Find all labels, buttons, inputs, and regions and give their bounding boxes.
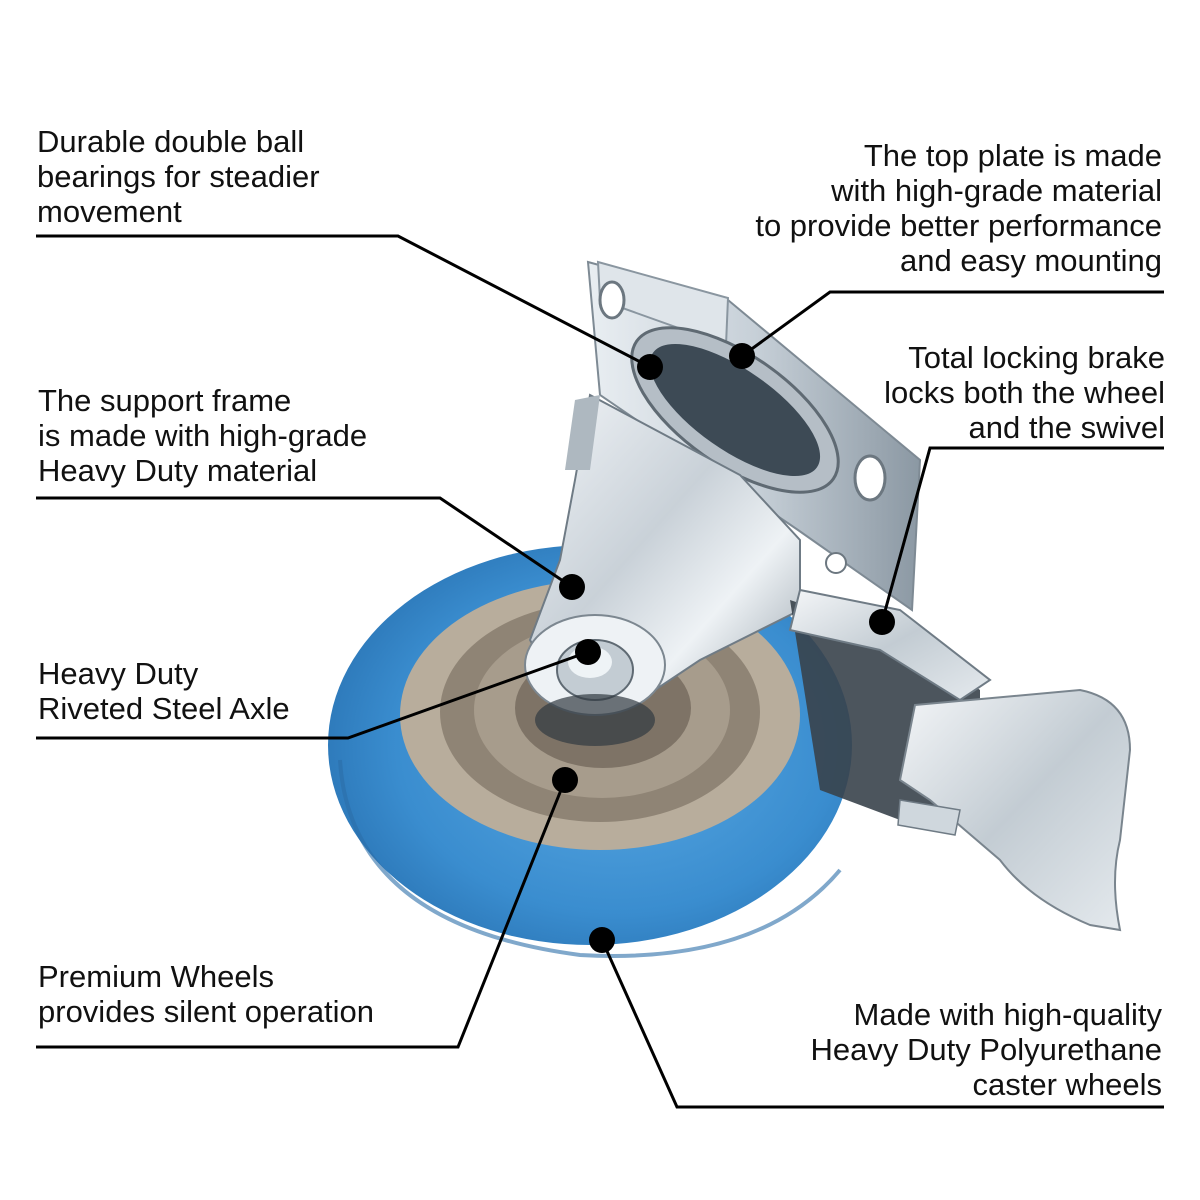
callout-line: to provide better performance bbox=[755, 208, 1162, 243]
callout-line: and the swivel bbox=[968, 410, 1165, 445]
leader-frame bbox=[36, 496, 573, 589]
callout-line: provides silent operation bbox=[38, 994, 375, 1029]
callout-line: and easy mounting bbox=[900, 243, 1162, 278]
leader-top-plate bbox=[741, 290, 1164, 358]
callout-polyurethane: Made with high-quality Heavy Duty Polyur… bbox=[810, 997, 1162, 1102]
dot-polyurethane bbox=[589, 927, 615, 953]
callout-top-plate: The top plate is made with high-grade ma… bbox=[755, 138, 1162, 278]
callout-bearings: Durable double ball bearings for steadie… bbox=[37, 124, 320, 229]
dot-axle bbox=[575, 639, 601, 665]
dot-brake bbox=[869, 609, 895, 635]
callout-line: The top plate is made bbox=[863, 138, 1162, 173]
callout-dots bbox=[552, 343, 895, 953]
leader-lines bbox=[36, 234, 1164, 1109]
callout-line: Heavy Duty bbox=[38, 656, 199, 691]
callout-line: Total locking brake bbox=[908, 340, 1165, 375]
leader-polyurethane bbox=[600, 939, 1164, 1109]
callout-line: Durable double ball bbox=[37, 124, 305, 159]
callout-line: The support frame bbox=[38, 383, 292, 418]
callout-line: Made with high-quality bbox=[853, 997, 1162, 1032]
dot-wheels bbox=[552, 767, 578, 793]
dot-frame bbox=[559, 574, 585, 600]
leader-bearings bbox=[36, 234, 651, 369]
callout-frame: The support frame is made with high-grad… bbox=[38, 383, 367, 488]
callout-line: caster wheels bbox=[972, 1067, 1162, 1102]
dot-bearings bbox=[637, 354, 663, 380]
callout-wheels: Premium Wheels provides silent operation bbox=[38, 959, 374, 1029]
callout-line: Premium Wheels bbox=[38, 959, 274, 994]
callout-line: locks both the wheel bbox=[884, 375, 1165, 410]
callout-line: movement bbox=[37, 194, 182, 229]
callout-line: Heavy Duty material bbox=[38, 453, 318, 488]
leader-axle bbox=[36, 650, 589, 740]
leader-brake bbox=[880, 446, 1164, 623]
callout-line: with high-grade material bbox=[831, 173, 1162, 208]
callout-line: Heavy Duty Polyurethane bbox=[810, 1032, 1162, 1067]
callout-line: bearings for steadier bbox=[37, 159, 320, 194]
callout-axle: Heavy Duty Riveted Steel Axle bbox=[38, 656, 290, 726]
leader-wheels bbox=[36, 779, 567, 1049]
callout-line: is made with high-grade bbox=[38, 418, 368, 453]
dot-top-plate bbox=[729, 343, 755, 369]
brake-pedal bbox=[788, 588, 1132, 932]
callout-line: Riveted Steel Axle bbox=[38, 691, 290, 726]
callout-brake: Total locking brake locks both the wheel… bbox=[884, 340, 1165, 445]
